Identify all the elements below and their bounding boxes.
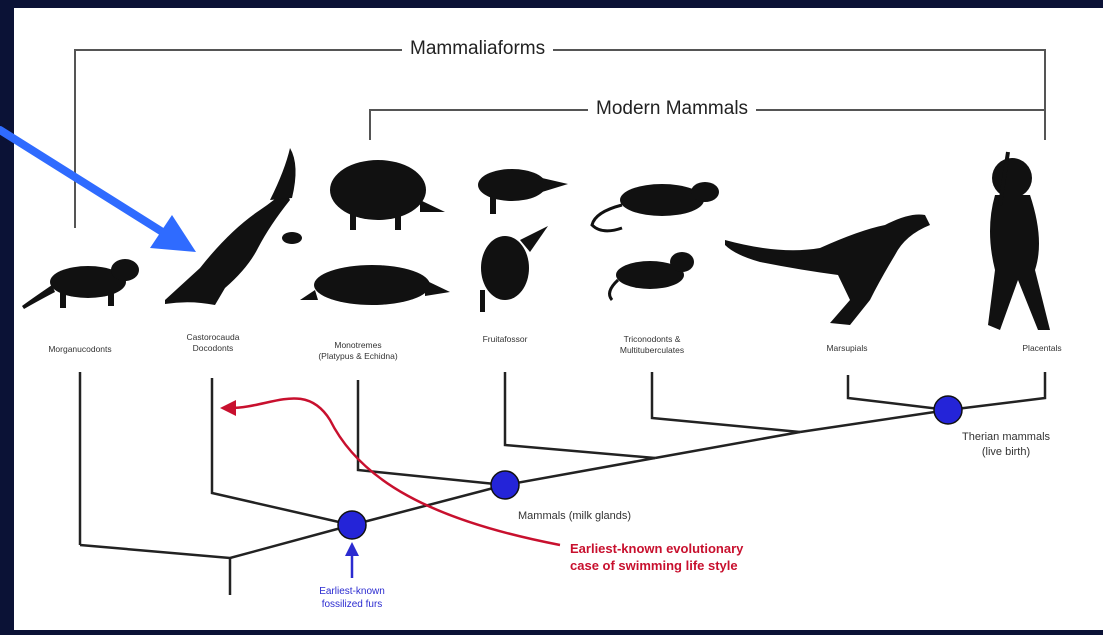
- node-mammals: [491, 471, 519, 499]
- mammaliaforms-bracket: [75, 50, 1045, 228]
- placental-silhouette: [988, 152, 1050, 330]
- platypus-silhouette: [300, 265, 450, 305]
- kangaroo-silhouette: [725, 214, 930, 325]
- swimming-note: Earliest-known evolutionary case of swim…: [570, 540, 743, 574]
- taxon-morganucodonts-text: Morganucodonts: [48, 344, 111, 354]
- therian-node-label: Therian mammals (live birth): [962, 430, 1050, 460]
- node-fur: [338, 511, 366, 539]
- taxon-marsupials-text: Marsupials: [826, 343, 867, 353]
- taxon-triconodonts: Triconodonts & Multituberculates: [605, 334, 699, 356]
- mammals-node-label: Mammals (milk glands): [518, 510, 631, 522]
- fur-note-line1: Earliest-known: [300, 585, 404, 598]
- node-therian: [934, 396, 962, 424]
- morganucodont-silhouette: [22, 259, 139, 309]
- fur-note-line2: fossilized furs: [300, 598, 404, 611]
- mammaliaforms-label: Mammaliaforms: [402, 38, 553, 60]
- taxon-placentals-text: Placentals: [1022, 343, 1061, 353]
- taxon-docodonts-line2: Docodonts: [168, 343, 258, 354]
- pointer-arrow: [0, 130, 196, 252]
- swimming-note-line2: case of swimming life style: [570, 557, 743, 574]
- taxon-monotremes: Monotremes (Platypus & Echidna): [306, 340, 410, 362]
- fur-arrow-head: [345, 542, 359, 556]
- taxon-placentals: Placentals: [1005, 343, 1079, 354]
- fruitafossor-bottom-silhouette: [480, 226, 548, 312]
- taxon-docodonts: Castorocauda Docodonts: [168, 332, 258, 354]
- swimming-arrow-head: [220, 400, 236, 416]
- taxon-morganucodonts: Morganucodonts: [38, 344, 122, 355]
- taxon-monotremes-line1: Monotremes: [306, 340, 410, 351]
- therian-node-label-line1: Therian mammals: [962, 430, 1050, 445]
- swimming-note-line1: Earliest-known evolutionary: [570, 540, 743, 557]
- taxon-triconodonts-line2: Multituberculates: [605, 345, 699, 356]
- modern-mammals-label: Modern Mammals: [588, 98, 756, 120]
- castorocauda-silhouette: [165, 148, 302, 305]
- taxon-fruitafossor: Fruitafossor: [465, 334, 545, 345]
- fur-note: Earliest-known fossilized furs: [300, 585, 404, 611]
- multituberculate-silhouette: [610, 252, 694, 300]
- taxon-triconodonts-line1: Triconodonts &: [605, 334, 699, 345]
- taxon-marsupials: Marsupials: [810, 343, 884, 354]
- therian-node-label-line2: (live birth): [962, 445, 1050, 460]
- cladogram-tree: [80, 372, 1045, 595]
- taxon-fruitafossor-text: Fruitafossor: [483, 334, 528, 344]
- taxon-monotremes-line2: (Platypus & Echidna): [306, 351, 410, 362]
- taxon-docodonts-line1: Castorocauda: [168, 332, 258, 343]
- triconodont-silhouette: [592, 182, 719, 231]
- echidna-silhouette: [330, 160, 445, 230]
- fruitafossor-top-silhouette: [478, 169, 568, 214]
